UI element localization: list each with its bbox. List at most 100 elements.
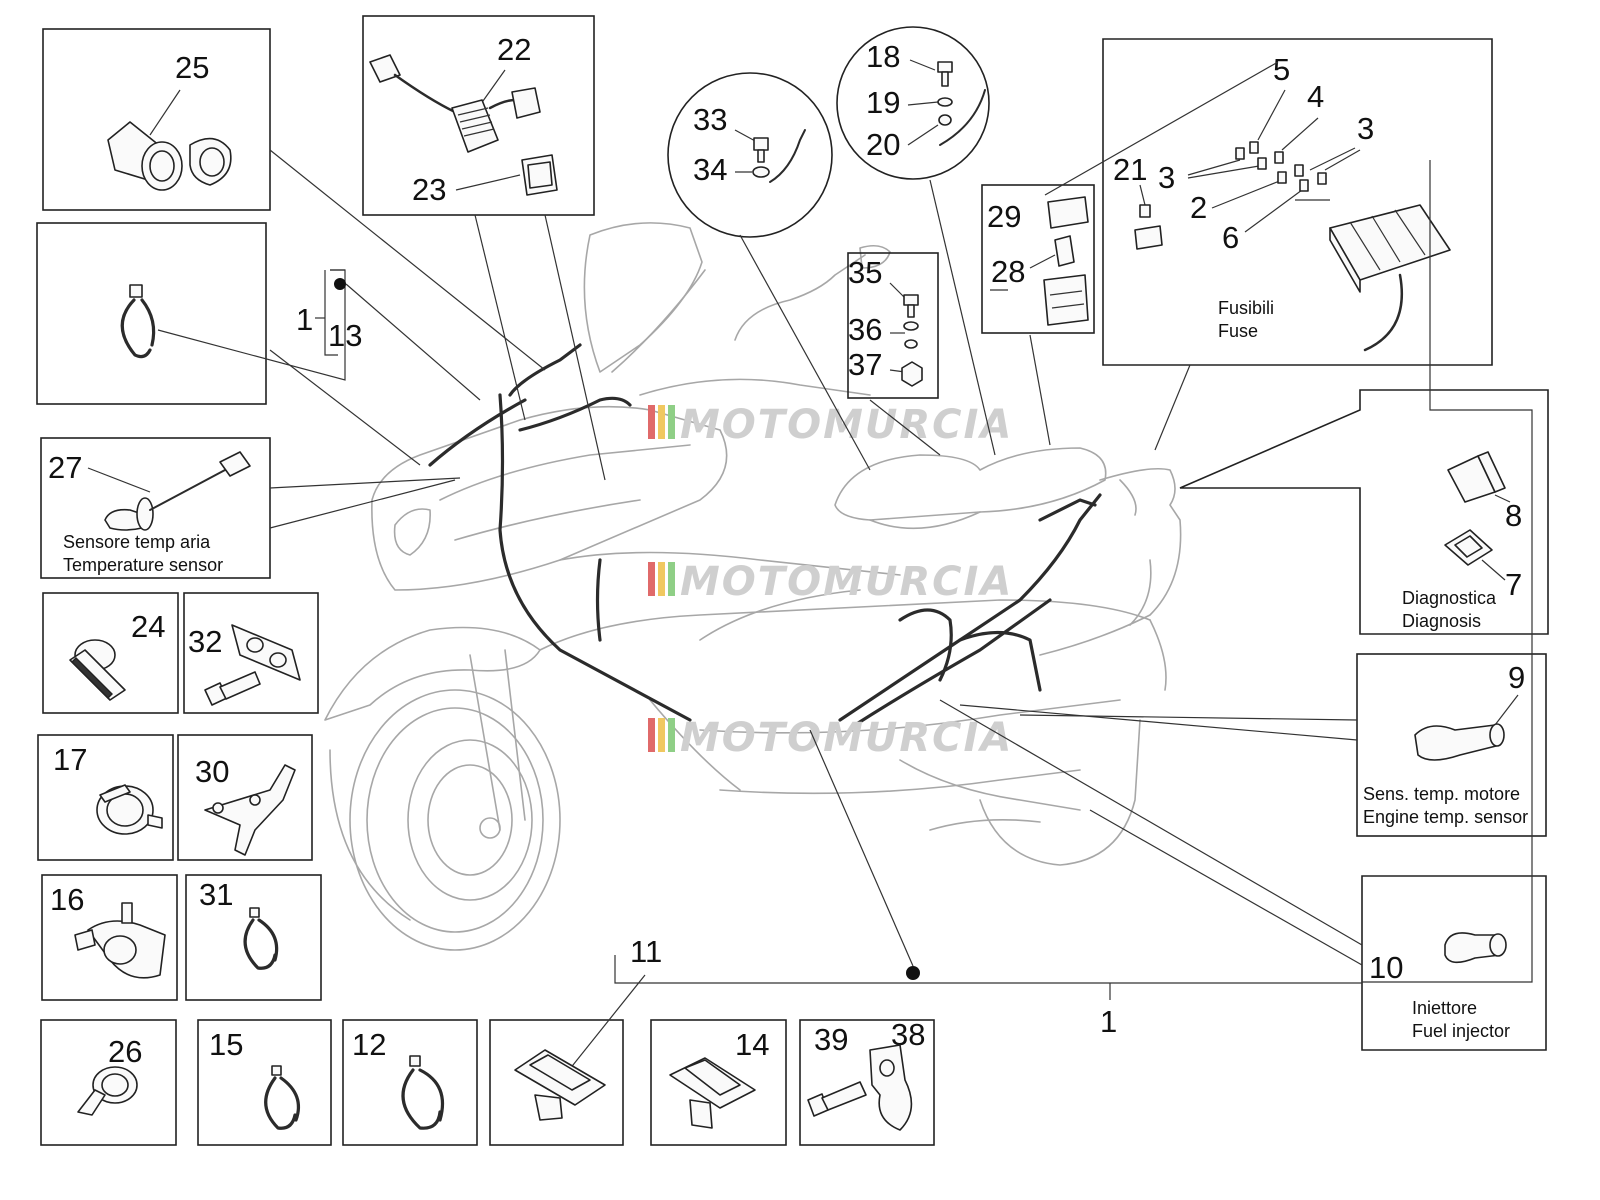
- callout-6: 6: [1222, 220, 1239, 255]
- cable-tie-icon: [401, 1055, 445, 1130]
- detail-box-diagnosis: 8 7 Diagnostica Diagnosis: [1179, 389, 1549, 635]
- leader-lines: [269, 149, 606, 529]
- callout-1-main: 1: [1100, 1004, 1117, 1039]
- relay-small-icon: [1134, 225, 1163, 250]
- callout-21: 21: [1113, 152, 1147, 187]
- callout-1-group: 1: [296, 302, 313, 337]
- detail-box-12: 12: [342, 1019, 478, 1146]
- screw-icon: [903, 294, 919, 318]
- bolt-icon: [937, 61, 953, 87]
- watermark-3: MOTOMURCIA: [648, 715, 1013, 761]
- detail-box-15: 15: [197, 1019, 332, 1146]
- nut-icon: [938, 114, 952, 126]
- relay-cap-icon: [521, 154, 558, 196]
- tube-clip-icon: [77, 1066, 138, 1116]
- detail-box-27: 27 Sensore temp aria Temperature sensor: [40, 437, 271, 579]
- power-socket-icon: [107, 121, 232, 191]
- grommet-clip-icon: [69, 639, 126, 701]
- cable-tie-icon: [243, 907, 279, 970]
- callout-34: 34: [693, 152, 727, 187]
- detail-box-35-37: 35 36 37: [847, 252, 941, 456]
- callout-12: 12: [352, 1027, 386, 1062]
- caption-air-temp-en: Temperature sensor: [63, 555, 223, 575]
- fuel-injector-icon: [1444, 932, 1507, 964]
- washer-icon: [903, 321, 919, 331]
- detail-box-22-23: 22 23: [362, 15, 595, 216]
- detail-box-injector: 10 Iniettore Fuel injector: [939, 160, 1547, 1051]
- engine-temp-sensor-icon: [1414, 723, 1505, 761]
- fuse-icon: [1054, 235, 1075, 267]
- detail-box-38-39: 39 38: [799, 1017, 935, 1146]
- callout-36: 36: [848, 312, 882, 347]
- main-harness-bracket: 1: [614, 729, 1362, 1039]
- callout-32: 32: [188, 624, 222, 659]
- nut-icon: [901, 361, 923, 387]
- detail-box-28-29: 29 28: [981, 184, 1095, 446]
- callout-19: 19: [866, 85, 900, 120]
- caption-diag-it: Diagnostica: [1402, 588, 1497, 608]
- caption-injector-en: Fuel injector: [1412, 1021, 1510, 1041]
- screw-icon: [753, 137, 769, 163]
- fuse-holder-icon: [1043, 274, 1089, 326]
- bracket-icon: [204, 764, 296, 856]
- watermark-text: MOTOMURCIA: [680, 715, 1013, 761]
- watermark-2: MOTOMURCIA: [648, 559, 1013, 605]
- detail-box-13: 1 13: [36, 222, 481, 405]
- callout-7: 7: [1505, 567, 1522, 602]
- cable-tie-icon: [120, 284, 156, 359]
- washer-icon: [937, 97, 953, 107]
- callout-35: 35: [848, 255, 882, 290]
- cable-tie-icon: [264, 1065, 301, 1130]
- caption-injector-it: Iniettore: [1412, 998, 1477, 1018]
- callout-3b: 3: [1357, 111, 1374, 146]
- caption-air-temp-it: Sensore temp aria: [63, 532, 211, 552]
- detail-box-16: 16: [41, 874, 178, 1001]
- temperature-sensor-icon: [104, 451, 251, 531]
- caption-engine-temp-en: Engine temp. sensor: [1363, 807, 1528, 827]
- caption-fuse-it: Fusibili: [1218, 298, 1274, 318]
- detail-box-30: 30: [177, 734, 313, 861]
- detail-box-14: 14: [650, 1019, 787, 1146]
- wiring-harness: [428, 343, 1102, 727]
- callout-18: 18: [866, 39, 900, 74]
- watermark-text: MOTOMURCIA: [680, 559, 1013, 605]
- callout-17: 17: [53, 742, 87, 777]
- callout-14: 14: [735, 1027, 769, 1062]
- callout-8: 8: [1505, 498, 1522, 533]
- washer-icon: [752, 166, 770, 178]
- callout-31: 31: [199, 877, 233, 912]
- terminal-icon: [904, 339, 918, 349]
- push-clip-icon: [669, 1057, 756, 1129]
- detail-box-25: 25: [42, 28, 271, 211]
- callout-25: 25: [175, 50, 209, 85]
- watermark-text: MOTOMURCIA: [680, 402, 1013, 448]
- callout-10: 10: [1369, 950, 1403, 985]
- callout-16: 16: [50, 882, 84, 917]
- callout-15: 15: [209, 1027, 243, 1062]
- caption-engine-temp-it: Sens. temp. motore: [1363, 784, 1520, 804]
- detail-box-engine-temp: 9 Sens. temp. motore Engine temp. sensor: [959, 653, 1547, 837]
- detail-circle-18-20: 18 19 20: [836, 26, 996, 456]
- callout-2: 2: [1190, 190, 1207, 225]
- detail-box-11: 11: [489, 934, 662, 1146]
- callout-20: 20: [866, 127, 900, 162]
- callout-33: 33: [693, 102, 727, 137]
- callout-30: 30: [195, 754, 229, 789]
- callout-9: 9: [1508, 660, 1525, 695]
- detail-circle-33-34: 33 34: [667, 72, 871, 471]
- caption-fuse-en: Fuse: [1218, 321, 1258, 341]
- callout-22: 22: [497, 32, 531, 67]
- push-clip-icon: [514, 1049, 606, 1121]
- callout-26: 26: [108, 1034, 142, 1069]
- diagnostic-plug-icon: [1444, 529, 1493, 566]
- callout-11: 11: [630, 934, 662, 969]
- relay-icon: [1047, 196, 1089, 229]
- detail-box-32: 32: [183, 592, 319, 714]
- callout-13: 13: [328, 318, 362, 353]
- callout-5: 5: [1273, 52, 1290, 87]
- callout-39: 39: [814, 1022, 848, 1057]
- caption-diag-en: Diagnosis: [1402, 611, 1481, 631]
- callout-23: 23: [412, 172, 446, 207]
- detail-box-26: 26: [40, 1019, 177, 1146]
